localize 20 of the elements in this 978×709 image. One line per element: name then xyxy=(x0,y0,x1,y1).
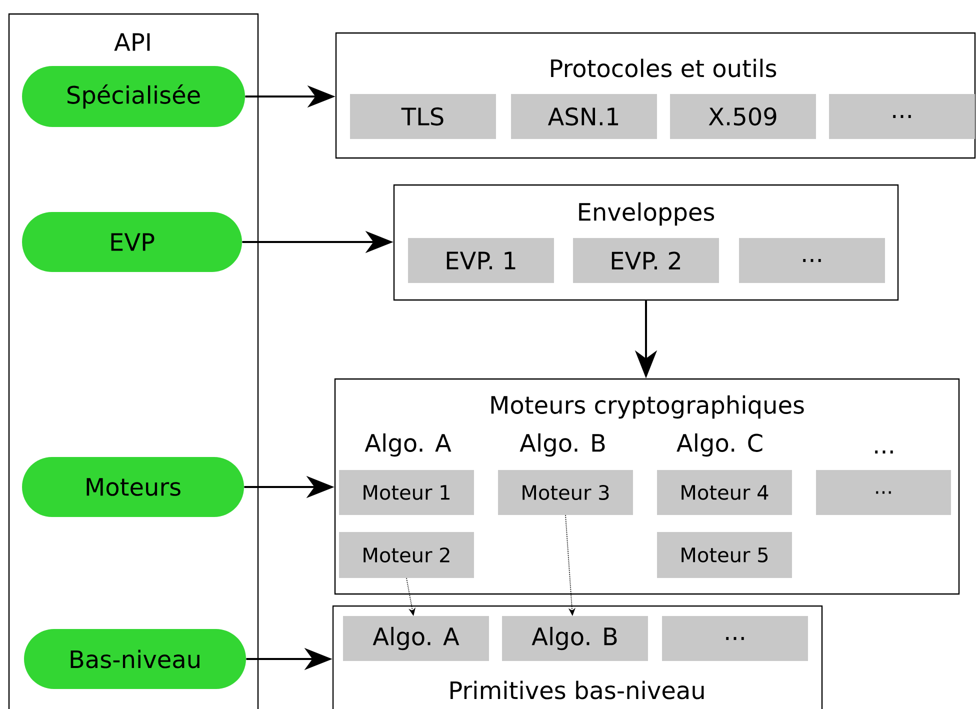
api-pill: Bas-niveau xyxy=(24,629,246,689)
engine-box: Moteur 2 xyxy=(339,532,474,578)
module-box: X.509 xyxy=(670,94,816,139)
module-box: ASN.1 xyxy=(511,94,657,139)
module-box: TLS xyxy=(350,94,496,139)
module-box: EVP. 2 xyxy=(573,238,719,283)
api-pill: Moteurs xyxy=(22,457,244,517)
engine-box: Moteur 4 xyxy=(657,470,792,515)
module-box: Algo. B xyxy=(502,616,648,661)
engine-box: Moteur 5 xyxy=(657,532,792,578)
module-box: ... xyxy=(662,616,808,661)
module-box: ... xyxy=(829,94,975,139)
module-box: Algo. A xyxy=(343,616,489,661)
api-pill: Spécialisée xyxy=(22,66,245,127)
api-pill: EVP xyxy=(22,212,242,272)
engine-box: ... xyxy=(816,470,951,515)
engine-box: Moteur 3 xyxy=(498,470,633,515)
module-box: EVP. 1 xyxy=(408,238,554,283)
module-box: ... xyxy=(739,238,885,283)
engine-box: Moteur 1 xyxy=(339,470,474,515)
